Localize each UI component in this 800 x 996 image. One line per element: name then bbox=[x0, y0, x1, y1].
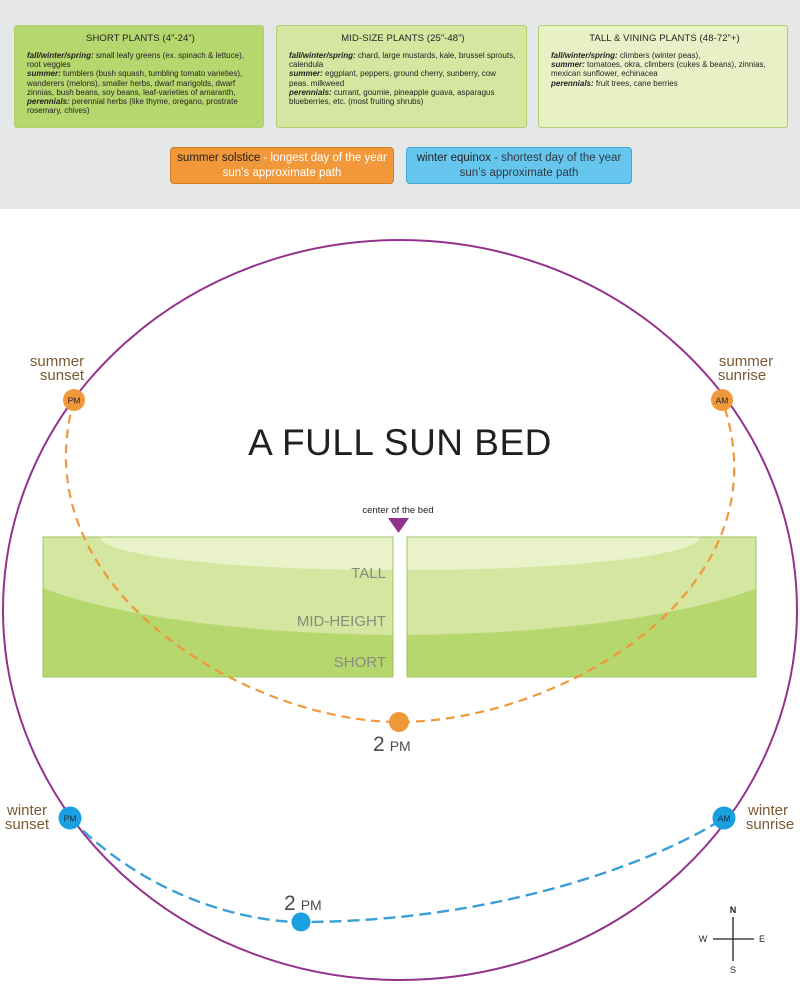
short-summer-key: summer: bbox=[27, 69, 61, 79]
short-summer-row: summer: tumblers (bush squash, tumbling … bbox=[27, 69, 254, 97]
center-marker-icon bbox=[388, 518, 409, 533]
mid-fws-text: chard, large mustards, kale, brussel spr… bbox=[289, 51, 516, 70]
mid-perennials-row: perennials: currant, goumie, pineapple g… bbox=[289, 88, 517, 106]
tall-summer-key: summer: bbox=[551, 60, 585, 70]
tall-summer-row: summer: tomatoes, okra, climbers (cukes … bbox=[551, 60, 778, 78]
summer-sunset-pm: PM bbox=[68, 396, 81, 406]
short-perennials-key: perennials: bbox=[27, 97, 70, 107]
tall-perennials-key: perennials: bbox=[551, 78, 594, 88]
mid-summer-text: eggplant, peppers, ground cherry, sunber… bbox=[289, 69, 496, 88]
short-fws-text: small leafy greens (ex. spinach & lettuc… bbox=[27, 51, 244, 70]
right-bed bbox=[407, 537, 756, 677]
summer-2pm-unit: PM bbox=[390, 738, 411, 754]
left-bed bbox=[43, 537, 393, 677]
zone-mid-label: MID-HEIGHT bbox=[297, 613, 386, 630]
short-summer-text: tumblers (bush squash, tumbling tomato v… bbox=[27, 69, 243, 97]
zone-short-label: SHORT bbox=[334, 654, 386, 671]
summer-legend-name: summer solstice bbox=[177, 152, 261, 164]
tall-perennials-text: fruit trees, cane berries bbox=[593, 78, 678, 88]
summer-sunset-label-1: summer bbox=[30, 353, 84, 370]
winter-sunset-label-1: winter bbox=[6, 802, 47, 819]
summer-sunset-label-2: sunset bbox=[40, 367, 85, 384]
diagram-title: A FULL SUN BED bbox=[248, 422, 552, 463]
mid-fws-row: fall/winter/spring: chard, large mustard… bbox=[289, 51, 517, 69]
mid-plants-title: MID-SIZE PLANTS (25”-48”) bbox=[341, 33, 465, 44]
summer-sunrise-label-1: summer bbox=[719, 353, 773, 370]
winter-sunset-label-2: sunset bbox=[5, 816, 50, 833]
winter-2pm-sun-icon bbox=[291, 912, 311, 932]
summer-solstice-legend: summer solstice - longest day of the yea… bbox=[170, 147, 394, 184]
winter-sunrise-label-2: sunrise bbox=[746, 816, 794, 833]
compass-icon: N S W E bbox=[699, 905, 765, 975]
short-perennials-row: perennials: perennial herbs (like thyme,… bbox=[27, 97, 254, 115]
mid-summer-key: summer: bbox=[289, 69, 323, 79]
legend-panel: SHORT PLANTS (4”-24”) fall/winter/spring… bbox=[0, 0, 800, 209]
winter-legend-name: winter equinox bbox=[416, 152, 491, 164]
winter-sunset-sun-icon bbox=[58, 806, 82, 830]
short-plants-box: SHORT PLANTS (4”-24”) fall/winter/spring… bbox=[14, 25, 264, 128]
compass-w: W bbox=[699, 934, 708, 944]
summer-sun-path bbox=[65, 399, 736, 724]
winter-2pm-num: 2 bbox=[284, 892, 296, 915]
tall-perennials-row: perennials: fruit trees, cane berries bbox=[551, 79, 778, 88]
summer-2pm-label: 2 PM bbox=[373, 733, 411, 756]
compass-n: N bbox=[730, 905, 737, 915]
left-bed-border bbox=[42, 536, 394, 678]
mid-fws-key: fall/winter/spring: bbox=[289, 51, 356, 60]
mid-perennials-text: currant, goumie, pineapple guava, aspara… bbox=[289, 87, 495, 107]
mid-summer-row: summer: eggplant, peppers, ground cherry… bbox=[289, 69, 517, 87]
tall-fws-key: fall/winter/spring: bbox=[551, 51, 618, 60]
summer-sunrise-am: AM bbox=[716, 396, 729, 406]
winter-legend-line1: winter equinox - shortest day of the yea… bbox=[407, 151, 631, 166]
short-fws-key: fall/winter/spring: bbox=[27, 51, 94, 60]
winter-2pm-label: 2 PM bbox=[284, 892, 322, 915]
mid-plants-box: MID-SIZE PLANTS (25”-48”) fall/winter/sp… bbox=[276, 25, 527, 128]
zone-tall-label: TALL bbox=[351, 565, 386, 582]
winter-sunset-pm: PM bbox=[64, 814, 77, 824]
summer-legend-desc: - longest day of the year bbox=[260, 152, 387, 164]
short-fws-row: fall/winter/spring: small leafy greens (… bbox=[27, 51, 254, 69]
mid-perennials-key: perennials: bbox=[289, 87, 332, 97]
compass-s: S bbox=[730, 965, 736, 975]
short-plants-title: SHORT PLANTS (4”-24”) bbox=[86, 33, 195, 44]
tall-plants-title: TALL & VINING PLANTS (48-72”+) bbox=[589, 33, 740, 44]
compass-e: E bbox=[759, 934, 765, 944]
tall-plants-box: TALL & VINING PLANTS (48-72”+) fall/wint… bbox=[538, 25, 788, 128]
summer-sunrise-sun-icon bbox=[711, 389, 733, 411]
winter-legend-line2: sun’s approximate path bbox=[459, 167, 579, 179]
winter-equinox-legend: winter equinox - shortest day of the yea… bbox=[406, 147, 632, 184]
summer-2pm-sun-icon bbox=[389, 712, 409, 732]
tall-fws-text: climbers (winter peas), bbox=[617, 51, 701, 60]
center-of-bed-label: center of the bed bbox=[362, 505, 433, 516]
winter-sunrise-sun-icon bbox=[712, 806, 736, 830]
right-bed-border bbox=[406, 536, 757, 678]
short-perennials-text: perennial herbs (like thyme, oregano, pr… bbox=[27, 97, 238, 116]
winter-sun-path bbox=[69, 816, 725, 924]
winter-sunrise-label-1: winter bbox=[747, 802, 788, 819]
horizon-ellipse bbox=[2, 239, 798, 981]
winter-2pm-unit: PM bbox=[301, 897, 322, 913]
winter-sunrise-am: AM bbox=[718, 814, 731, 824]
summer-sunrise-label-2: sunrise bbox=[718, 367, 766, 384]
summer-sunset-sun-icon bbox=[63, 389, 85, 411]
summer-2pm-num: 2 bbox=[373, 733, 385, 756]
summer-legend-line1: summer solstice - longest day of the yea… bbox=[171, 151, 393, 166]
tall-fws-row: fall/winter/spring: climbers (winter pea… bbox=[551, 51, 778, 60]
tall-summer-text: tomatoes, okra, climbers (cukes & beans)… bbox=[551, 60, 766, 79]
winter-legend-desc: - shortest day of the year bbox=[490, 152, 622, 164]
summer-legend-line2: sun’s approximate path bbox=[222, 167, 342, 179]
